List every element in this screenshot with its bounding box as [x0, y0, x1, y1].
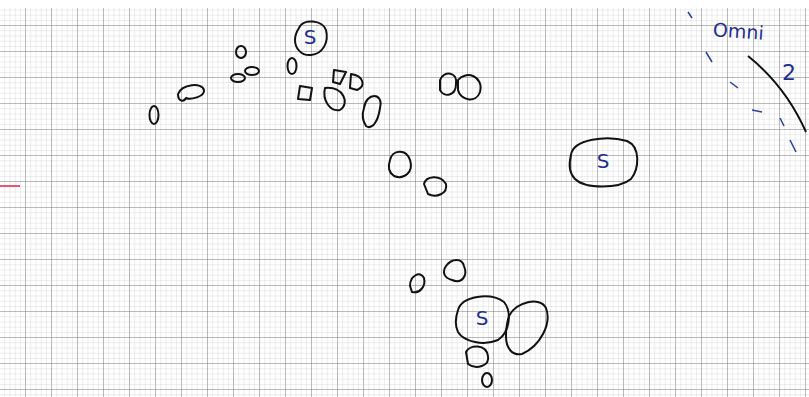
blob-label: S — [597, 151, 610, 171]
blob-outline-path — [570, 138, 637, 186]
s-blob: S — [293, 18, 327, 56]
s-blob: S — [567, 135, 639, 187]
handwritten-note: Omni — [712, 20, 764, 42]
handwritten-note: 2 — [782, 62, 796, 84]
blob-outline-path — [295, 21, 327, 55]
blob-outline-path — [456, 296, 509, 342]
blob-label: S — [476, 308, 489, 328]
blob-label: S — [304, 27, 317, 47]
s-blob: S — [454, 292, 510, 344]
